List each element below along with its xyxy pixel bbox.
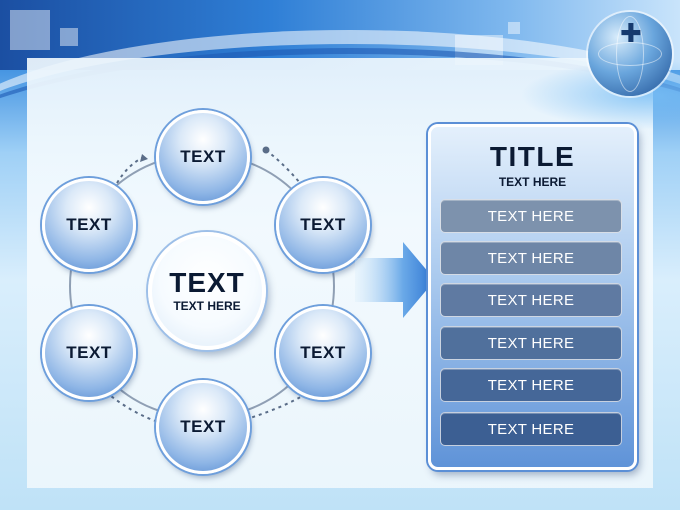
cycle-center-title: TEXT <box>169 267 245 298</box>
list-item: TEXT HERE <box>440 368 622 402</box>
cycle-node-top: TEXT <box>156 110 250 204</box>
list-item: TEXT HERE <box>440 412 622 446</box>
cycle-center: TEXT TEXT HERE <box>148 232 266 350</box>
cycle-node-label: TEXT <box>66 343 112 362</box>
cycle-node-label: TEXT <box>66 215 112 234</box>
decor-square <box>508 22 520 34</box>
list-item-label: TEXT HERE <box>487 420 575 438</box>
title-box-title: TITLE <box>489 141 576 172</box>
decor-square <box>10 10 50 50</box>
list-item-label: TEXT HERE <box>487 376 575 394</box>
title-box-subtitle: TEXT HERE <box>498 175 567 189</box>
puzzle-icon: ✚ <box>620 18 642 48</box>
cycle-center-subtitle: TEXT HERE <box>173 299 241 313</box>
cycle-node-label: TEXT <box>180 147 226 166</box>
list-item-label: TEXT HERE <box>487 334 575 352</box>
list-item-label: TEXT HERE <box>487 249 575 267</box>
cycle-node-lower-left: TEXT <box>42 306 136 400</box>
cycle-node-label: TEXT <box>300 215 346 234</box>
list-item: TEXT HERE <box>440 241 622 275</box>
globe-icon <box>588 12 672 96</box>
list-item: TEXT HERE <box>440 283 622 317</box>
cycle-node-upper-left: TEXT <box>42 178 136 272</box>
cycle-node-label: TEXT <box>300 343 346 362</box>
cycle-node-upper-right: TEXT <box>276 178 370 272</box>
list-item: TEXT HERE <box>440 326 622 360</box>
cycle-node-bottom: TEXT <box>156 380 250 474</box>
cycle-node-lower-right: TEXT <box>276 306 370 400</box>
title-box: TITLE TEXT HERE TEXT HERE TEXT HERE TEXT… <box>428 124 637 470</box>
list-item-label: TEXT HERE <box>487 207 575 225</box>
list-item-label: TEXT HERE <box>487 291 575 309</box>
decor-square <box>60 28 78 46</box>
cycle-node-label: TEXT <box>180 417 226 436</box>
list-item: TEXT HERE <box>440 199 622 233</box>
right-arrow-icon <box>355 242 435 318</box>
